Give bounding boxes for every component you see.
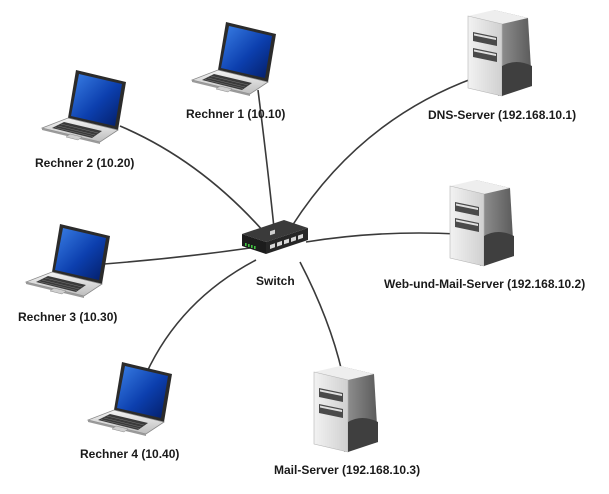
server-label-mail: Mail-Server (192.168.10.3) xyxy=(274,463,421,477)
server-tower-icon xyxy=(467,9,533,97)
laptop-label-rechner-4: Rechner 4 (10.40) xyxy=(80,447,180,461)
laptop-icon xyxy=(41,69,127,145)
server-tower-icon xyxy=(449,179,515,267)
server-label-dns: DNS-Server (192.168.10.1) xyxy=(428,108,577,122)
connection-switch-rechner-1 xyxy=(257,89,275,229)
laptop-label-rechner-3: Rechner 3 (10.30) xyxy=(18,310,118,324)
connections xyxy=(103,77,475,375)
connection-switch-rechner-4 xyxy=(145,259,257,375)
server-tower-icon xyxy=(313,365,379,453)
laptop-label-rechner-1: Rechner 1 (10.10) xyxy=(186,107,286,121)
server-label-web-und-mail: Web-und-Mail-Server (192.168.10.2) xyxy=(384,277,586,291)
network-switch-icon xyxy=(242,220,308,254)
switch-label: Switch xyxy=(256,274,295,288)
connection-switch-rechner-2 xyxy=(119,125,265,233)
connection-switch-rechner-3 xyxy=(103,247,251,265)
laptop-icon xyxy=(87,361,173,437)
laptop-icon xyxy=(191,21,277,97)
laptop-icon xyxy=(25,223,111,299)
connection-switch-dns-server xyxy=(291,77,475,227)
connection-switch-mail-server xyxy=(299,261,343,373)
connection-switch-web-und-mail-server xyxy=(305,232,459,243)
laptop-label-rechner-2: Rechner 2 (10.20) xyxy=(35,156,135,170)
